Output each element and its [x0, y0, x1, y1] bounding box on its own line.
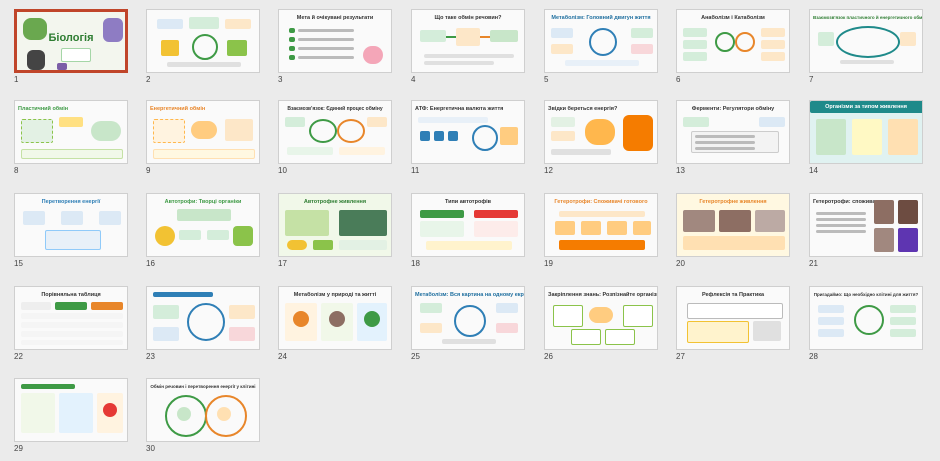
- slide-title: Метаболізм: Вся картина на одному екрані: [415, 292, 524, 298]
- slide-thumbnail-5[interactable]: Метаболізм: Головний двигун життя 5: [544, 9, 658, 85]
- slide-title: Пластичний обмін: [18, 106, 69, 112]
- slide-thumbnail-28[interactable]: Пригадаймо: Що необхідно клітині для жит…: [809, 286, 923, 362]
- slide-title: Типи автотрофів: [444, 199, 492, 205]
- slide-thumbnail-6[interactable]: Анаболізм і Катаболізм 6: [676, 9, 790, 85]
- slide-title: Гетеротрофне живлення: [699, 199, 767, 205]
- slide-thumbnail-14[interactable]: Організми за типом живлення 14: [809, 100, 923, 176]
- slide-thumbnail-18[interactable]: Типи автотрофів 18: [411, 193, 525, 269]
- slide-thumbnail-9[interactable]: Енергетичний обмін 9: [146, 100, 260, 176]
- slide-number: 5: [544, 75, 549, 84]
- slide-thumbnail-27[interactable]: Рефлексія та Практика 27: [676, 286, 790, 362]
- slide-number: 1: [14, 75, 19, 84]
- slide-thumbnail-21[interactable]: Гетеротрофи: споживачі готового 21: [809, 193, 923, 269]
- slide-thumbnail-26[interactable]: Закріплення знань: Розпізнайте організми…: [544, 286, 658, 362]
- slide-number: 20: [676, 259, 685, 268]
- slide-thumbnail-10[interactable]: Взаємозв'язок: Єдиний процес обміну 10: [278, 100, 392, 176]
- slide-thumbnail-23[interactable]: 23: [146, 286, 260, 362]
- slide-thumbnail-3[interactable]: Мета й очікувані результати 3: [278, 9, 392, 85]
- slide-number: 29: [14, 444, 23, 453]
- slide-thumbnail-22[interactable]: Порівняльна таблиця 22: [14, 286, 128, 362]
- slide-number: 11: [411, 166, 420, 175]
- slide-title: Звідки береться енергія?: [548, 106, 618, 112]
- slide-number: 3: [278, 75, 283, 84]
- slide-thumbnail-13[interactable]: Ферменти: Регулятори обміну 13: [676, 100, 790, 176]
- slide-title: Рефлексія та Практика: [701, 292, 765, 298]
- slide-number: 17: [278, 259, 287, 268]
- slide-thumbnail-8[interactable]: Пластичний обмін 8: [14, 100, 128, 176]
- slide-title: Гетеротрофи: Споживачі готового: [554, 199, 648, 205]
- slide-title: Взаємозв'язок пластичного й енергетичног…: [813, 15, 922, 20]
- slide-number: 4: [411, 75, 416, 84]
- slide-title: Обмін речовин і перетворення енергії у к…: [150, 384, 256, 389]
- slide-thumbnail-16[interactable]: Автотрофи: Творці органіки 16: [146, 193, 260, 269]
- slide-number: 8: [14, 166, 19, 175]
- slide-title: Пригадаймо: Що необхідно клітині для жит…: [813, 292, 919, 297]
- slide-thumbnail-19[interactable]: Гетеротрофи: Споживачі готового 19: [544, 193, 658, 269]
- slide-title: Анаболізм і Катаболізм: [701, 15, 765, 21]
- slide-thumbnail-4[interactable]: Що таке обмін речовин? 4: [411, 9, 525, 85]
- slide-thumbnail-24[interactable]: Метаболізм у природі та житті 24: [278, 286, 392, 362]
- slide-title: Біологія: [48, 32, 94, 44]
- slide-title: Порівняльна таблиця: [41, 292, 101, 298]
- slide-number: 19: [544, 259, 553, 268]
- slide-number: 9: [146, 166, 151, 175]
- slide-title: Взаємозв'язок: Єдиний процес обміну: [287, 106, 383, 112]
- slide-title: Автотрофне живлення: [303, 199, 367, 205]
- slide-thumbnail-2[interactable]: 2: [146, 9, 260, 85]
- slide-title: Автотрофи: Творці органіки: [164, 199, 242, 205]
- slide-number: 10: [278, 166, 287, 175]
- slide-thumbnail-20[interactable]: Гетеротрофне живлення 20: [676, 193, 790, 269]
- slide-title: Організми за типом живлення: [825, 104, 907, 110]
- slide-number: 14: [809, 166, 818, 175]
- slide-thumbnail-7[interactable]: Взаємозв'язок пластичного й енергетичног…: [809, 9, 923, 85]
- slide-title: Метаболізм у природі та житті: [293, 292, 377, 298]
- slide-title: Закріплення знань: Розпізнайте організми: [548, 292, 657, 298]
- slide-number: 22: [14, 352, 23, 361]
- slide-thumbnail-11[interactable]: АТФ: Енергетична валюта життя 11: [411, 100, 525, 176]
- slide-title: Що таке обмін речовин?: [434, 15, 502, 21]
- slide-thumbnail-17[interactable]: Автотрофне живлення 17: [278, 193, 392, 269]
- slide-number: 28: [809, 352, 818, 361]
- slide-number: 26: [544, 352, 553, 361]
- slide-thumbnail-1[interactable]: Біологія 1: [14, 9, 128, 85]
- slide-number: 24: [278, 352, 287, 361]
- slide-number: 25: [411, 352, 420, 361]
- slide-thumbnail-29[interactable]: 29: [14, 378, 128, 454]
- slide-number: 21: [809, 259, 818, 268]
- slide-number: 27: [676, 352, 685, 361]
- slide-number: 2: [146, 75, 151, 84]
- slide-title: Мета й очікувані результати: [296, 15, 374, 21]
- slide-thumbnail-30[interactable]: Обмін речовин і перетворення енергії у к…: [146, 378, 260, 454]
- slide-number: 16: [146, 259, 155, 268]
- slide-number: 15: [14, 259, 23, 268]
- slide-number: 13: [676, 166, 685, 175]
- slide-number: 23: [146, 352, 155, 361]
- slide-title: Гетеротрофи: споживачі готового: [813, 199, 876, 205]
- slide-thumbnail-15[interactable]: Перетворення енергії 15: [14, 193, 128, 269]
- slide-number: 18: [411, 259, 420, 268]
- slide-number: 7: [809, 75, 814, 84]
- slide-title: Енергетичний обмін: [150, 106, 206, 112]
- slide-title: Ферменти: Регулятори обміну: [691, 106, 775, 112]
- slide-title: АТФ: Енергетична валюта життя: [415, 106, 504, 112]
- slide-thumbnail-12[interactable]: Звідки береться енергія? 12: [544, 100, 658, 176]
- slide-thumbnail-25[interactable]: Метаболізм: Вся картина на одному екрані…: [411, 286, 525, 362]
- slide-title: Перетворення енергії: [41, 199, 101, 205]
- slide-title: Метаболізм: Головний двигун життя: [551, 15, 651, 21]
- slide-number: 6: [676, 75, 681, 84]
- slide-number: 12: [544, 166, 553, 175]
- slide-number: 30: [146, 444, 155, 453]
